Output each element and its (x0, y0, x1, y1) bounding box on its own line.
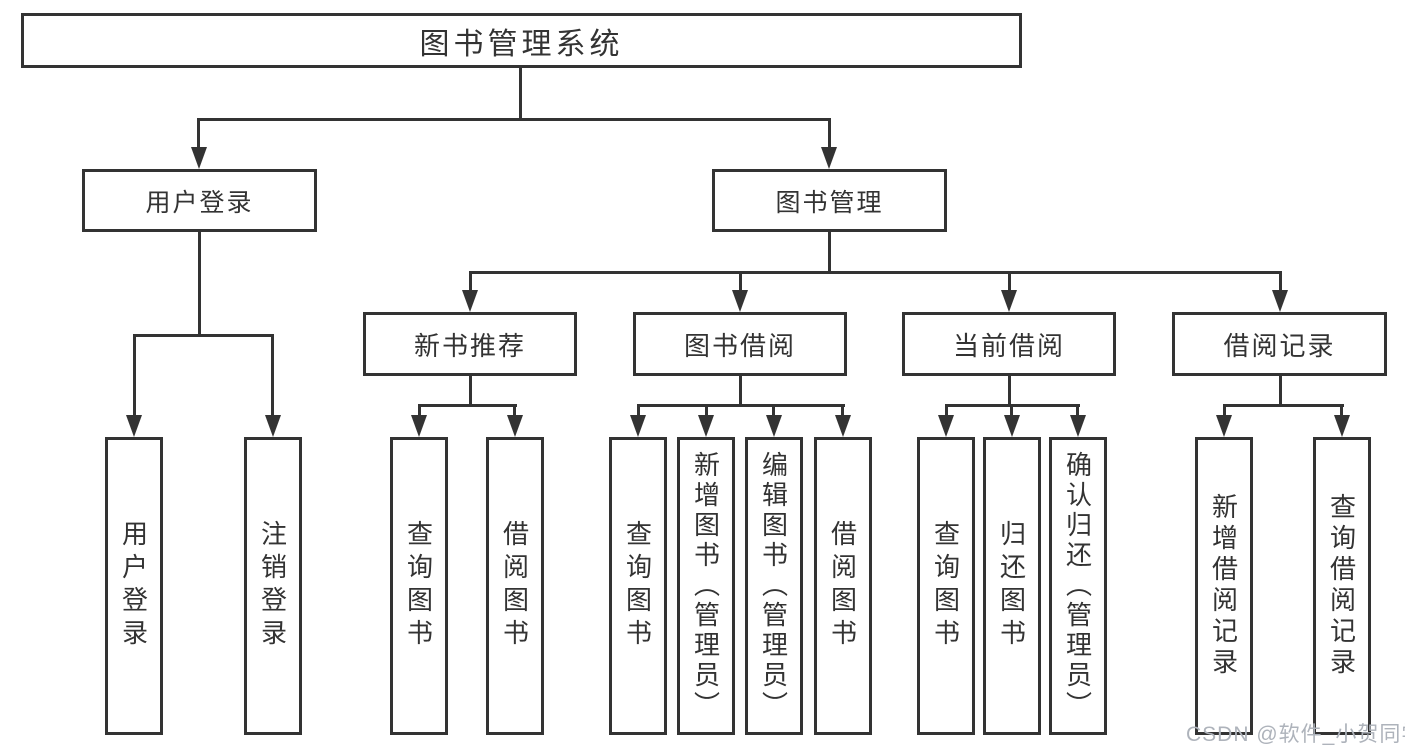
connector-book-borrow-split (637, 404, 845, 407)
arrow-into-borrow-records (1272, 290, 1288, 312)
connector-new-books-split (418, 404, 517, 407)
connector-to-book-mgmt-stem (828, 118, 831, 150)
csdn-watermark: CSDN @软件_小贺同学 (1186, 723, 1405, 746)
node-leaf-bb-edit: 编辑图书（管理员） (745, 437, 803, 735)
node-leaf-cb-confirm: 确认归还（管理员） (1049, 437, 1107, 735)
arrow-into-cb-query (938, 415, 954, 437)
arrow-into-br-add (1216, 415, 1232, 437)
connector-to-cb-confirm-stem (1076, 404, 1079, 418)
arrow-into-user-login (191, 147, 207, 169)
connector-to-leaf-logout-stem (271, 334, 274, 418)
connector-book-borrow-stem (739, 376, 742, 407)
node-current-borrow: 当前借阅 (902, 312, 1116, 376)
arrow-into-book-borrow (732, 290, 748, 312)
arrow-into-bb-borrow (835, 415, 851, 437)
arrow-into-bb-add (698, 415, 714, 437)
connector-to-nb-borrow-stem (513, 404, 516, 418)
connector-to-bb-edit-stem (772, 404, 775, 418)
connector-current-borrow-stem (1008, 376, 1011, 407)
connector-user-login-stem (198, 232, 201, 337)
node-leaf-logout: 注销登录 (244, 437, 302, 735)
connector-book-mgmt-split (469, 271, 1282, 274)
connector-new-books-stem (469, 376, 472, 407)
arrow-into-br-query (1334, 415, 1350, 437)
connector-to-bb-query-stem (637, 404, 640, 418)
node-leaf-bb-add: 新增图书（管理员） (677, 437, 735, 735)
connector-to-bb-borrow-stem (841, 404, 844, 418)
connector-to-current-borrow-stem (1008, 271, 1011, 295)
node-leaf-user-login: 用户登录 (105, 437, 163, 735)
node-book-mgmt: 图书管理 (712, 169, 947, 232)
node-leaf-br-add: 新增借阅记录 (1195, 437, 1253, 735)
node-book-borrow: 图书借阅 (633, 312, 847, 376)
connector-to-user-login-stem (197, 118, 200, 150)
connector-to-cb-query-stem (945, 404, 948, 418)
connector-borrow-records-stem (1279, 376, 1282, 407)
arrow-into-bb-edit (766, 415, 782, 437)
connector-to-bb-add-stem (705, 404, 708, 418)
connector-root-stem (519, 68, 522, 121)
arrow-into-new-books (462, 290, 478, 312)
connector-to-book-borrow-stem (739, 271, 742, 295)
node-leaf-bb-query: 查询图书 (609, 437, 667, 735)
connector-to-nb-query-stem (418, 404, 421, 418)
node-new-books: 新书推荐 (363, 312, 577, 376)
node-leaf-br-query: 查询借阅记录 (1313, 437, 1371, 735)
node-leaf-nb-borrow: 借阅图书 (486, 437, 544, 735)
arrow-into-leaf-login (126, 415, 142, 437)
arrow-into-current-borrow (1001, 290, 1017, 312)
node-leaf-nb-query: 查询图书 (390, 437, 448, 735)
arrow-into-nb-query (411, 415, 427, 437)
node-library-system: 图书管理系统 (21, 13, 1022, 68)
node-leaf-cb-query: 查询图书 (917, 437, 975, 735)
connector-user-login-split (133, 334, 274, 337)
arrow-into-nb-borrow (507, 415, 523, 437)
connector-to-br-add-stem (1223, 404, 1226, 418)
arrow-into-cb-return (1004, 415, 1020, 437)
connector-to-borrow-records-stem (1279, 271, 1282, 295)
node-leaf-cb-return: 归还图书 (983, 437, 1041, 735)
connector-to-leaf-login-stem (133, 334, 136, 418)
connector-borrow-records-split (1223, 404, 1344, 407)
node-user-login: 用户登录 (82, 169, 317, 232)
arrow-into-leaf-logout (265, 415, 281, 437)
arrow-into-book-mgmt (821, 147, 837, 169)
arrow-into-bb-query (630, 415, 646, 437)
connector-book-mgmt-stem (828, 232, 831, 274)
arrow-into-cb-confirm (1070, 415, 1086, 437)
node-borrow-records: 借阅记录 (1172, 312, 1387, 376)
connector-to-cb-return-stem (1010, 404, 1013, 418)
connector-to-br-query-stem (1340, 404, 1343, 418)
connector-root-split (197, 118, 831, 121)
node-leaf-bb-borrow: 借阅图书 (814, 437, 872, 735)
connector-to-new-books-stem (469, 271, 472, 295)
